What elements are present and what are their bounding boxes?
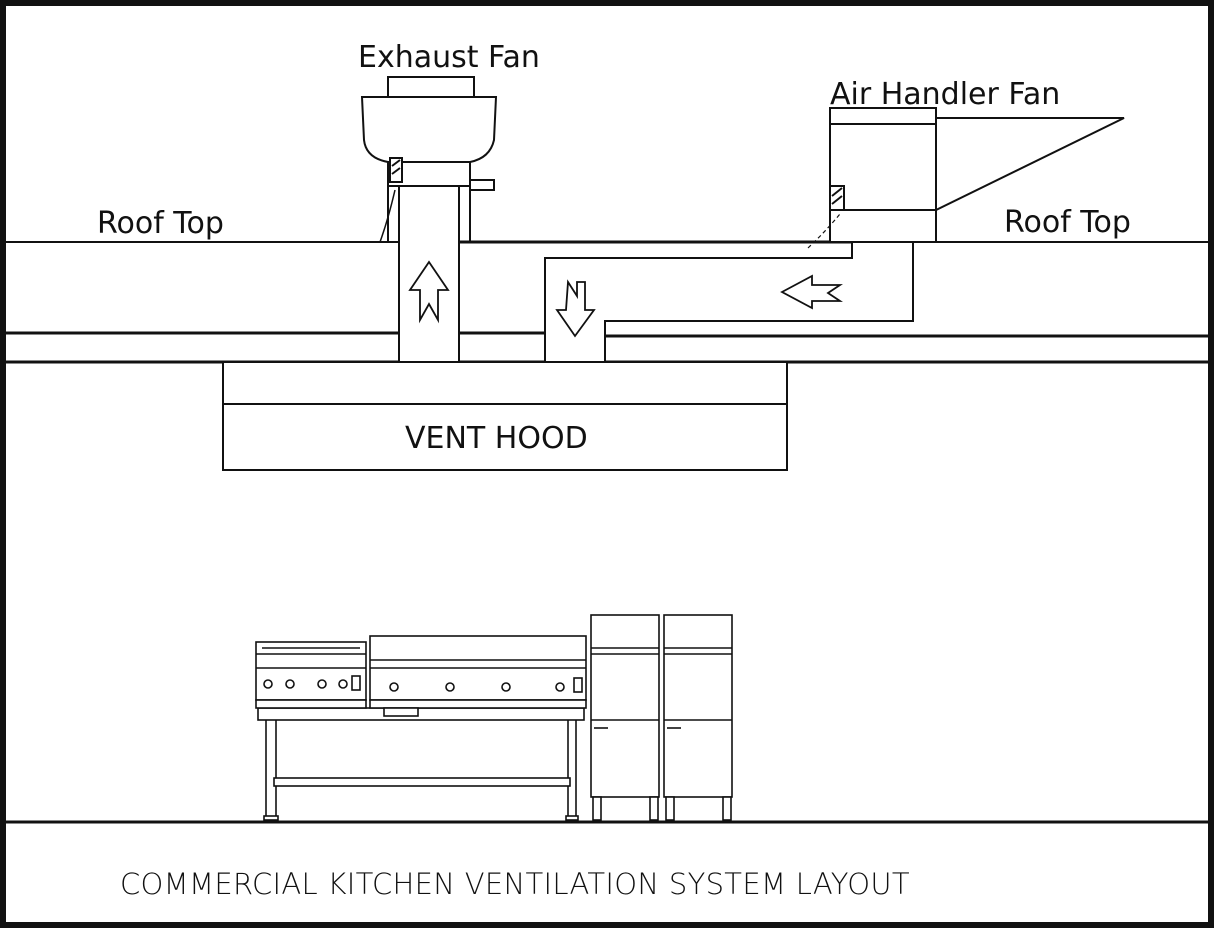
vent-hood	[222, 361, 788, 471]
arrow-down-icon	[555, 279, 596, 338]
exhaust-fan-label: Exhaust Fan	[358, 40, 540, 75]
arrow-up-icon	[408, 260, 450, 324]
diagram-caption: COMMERCIAL KITCHEN VENTILATION SYSTEM LA…	[120, 867, 910, 901]
vent-hood-label: VENT HOOD	[405, 421, 588, 456]
cooking-equipment	[255, 614, 733, 821]
roof-top-label-left: Roof Top	[97, 206, 224, 241]
roof-top-label-right: Roof Top	[1004, 205, 1131, 240]
arrow-left-icon	[780, 274, 843, 310]
exhaust-fan	[360, 76, 498, 243]
air-handler-fan-label: Air Handler Fan	[830, 77, 1060, 112]
air-handler-fan	[807, 107, 1125, 249]
supply-duct	[544, 241, 914, 362]
